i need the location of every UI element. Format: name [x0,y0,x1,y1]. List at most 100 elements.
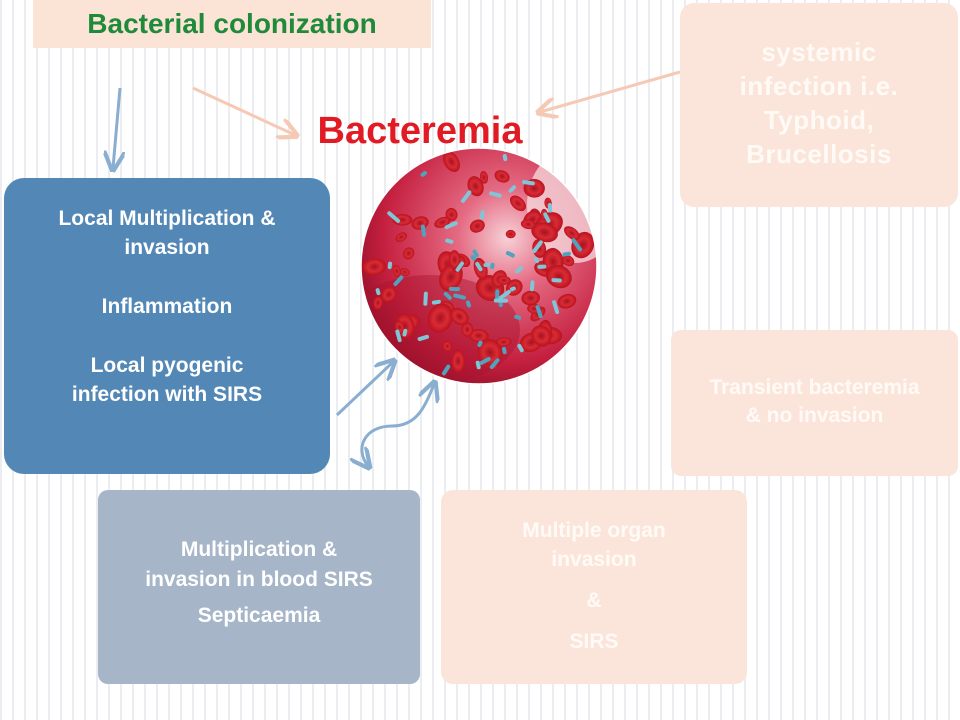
bacterium [502,154,508,162]
bacterium [498,289,511,301]
bacterium [393,275,404,286]
bacteremia-image [360,147,598,385]
septicaemia-label: Septicaemia [197,604,321,627]
bacterium [537,264,547,269]
transient-line: & no invasion [745,404,884,427]
bacterium [509,286,516,292]
red-blood-cell [531,222,558,243]
bacterium [375,288,381,296]
transient-bacteremia-box: Transient bacteremia & no invasion [671,330,958,476]
bacterium [475,261,483,272]
organ-invasion-line: invasion [551,548,637,571]
red-blood-cell [442,340,452,352]
systemic-line: infection i.e. [739,71,899,101]
colonization-to-local-arrow [113,87,120,168]
red-blood-cell [561,255,575,267]
red-blood-cell [362,258,387,276]
blood-invasion-line: invasion in blood SIRS [145,568,373,591]
bacterium [477,340,483,348]
red-blood-cell [531,325,552,347]
local-infection-box: Local Multiplication & invasion Inflamma… [4,178,330,474]
bacterium [493,298,508,303]
bacterium [551,278,562,283]
bacterium [495,289,500,302]
red-blood-cell [521,290,540,306]
bacterium [443,291,452,300]
bacterial-colonization-label: Bacterial colonization [87,8,377,39]
bacterium [489,358,500,370]
bacterium [387,261,393,270]
inflammation-label: Inflammation [101,295,233,318]
bacterium [466,300,471,308]
systemic-line: Typhoid, [763,105,875,135]
septicaemia-box: Multiplication & invasion in blood SIRS … [98,490,420,684]
bacterium [552,300,560,315]
bacterium [455,261,464,272]
red-blood-cell [494,170,510,183]
red-blood-cell [448,250,461,270]
bacterium [479,356,491,365]
bacterium [470,255,477,261]
bacterium [472,249,479,258]
bacterium [514,314,522,320]
red-blood-cell [509,195,527,212]
bacterium [420,171,428,177]
bacterium [505,251,515,258]
bacterium [529,280,535,292]
red-blood-cell [443,151,460,173]
red-blood-cell [403,247,415,260]
organ-invasion-line: Multiple organ [522,519,666,542]
red-blood-cell [467,176,484,197]
bacterium [445,238,454,244]
bacterium [515,265,524,274]
bacterium [532,240,543,254]
bacterium [490,262,495,269]
bacterium [533,257,540,264]
bacterium [479,210,485,220]
bacterium [535,305,543,319]
bacterium [431,299,441,305]
red-blood-cell [545,264,572,289]
red-blood-cell [520,219,536,230]
organ-ampersand: & [586,589,602,612]
red-blood-cell [495,337,512,347]
red-blood-cell [461,322,474,337]
bacterium [489,191,502,198]
organ-sirs-label: SIRS [569,630,619,653]
transient-line: Transient bacteremia [709,376,920,399]
local-to-bacteremia-arrow [335,362,393,417]
local-pyogenic-line: infection with SIRS [71,383,263,406]
local-multiplication-line: Local Multiplication & [58,207,276,230]
bacterium [508,185,517,193]
bacterium [562,251,571,257]
systemic-to-bacteremia-arrow [540,70,681,112]
local-multiplication-line: invasion [124,236,210,259]
systemic-infection-box: systemic infection i.e. Typhoid, Brucell… [680,3,958,207]
bacterium [571,238,583,252]
bacterium [395,329,402,343]
bacterium [501,346,507,355]
bacteremia-title: Bacteremia [317,110,523,152]
multiple-organ-box: Multiple organ invasion & SIRS [441,490,747,684]
bacterium [448,286,460,292]
colonization-to-bacteremia-arrow [192,86,295,135]
systemic-line: Brucellosis [746,139,892,169]
bacterium [423,291,428,306]
red-blood-cell [373,296,383,310]
red-blood-cell [392,264,401,278]
bacterium [402,328,408,337]
red-blood-cell [532,239,547,258]
systemic-line: systemic [761,37,877,67]
bacterium [543,212,551,223]
red-blood-cell [505,229,516,239]
bacterium [444,221,458,230]
red-blood-cell [450,307,469,326]
bacterium [547,203,553,213]
blood-invasion-line: Multiplication & [180,538,338,561]
red-blood-cell [381,286,397,303]
red-blood-cell [451,349,465,373]
bacterium [460,190,472,203]
bacterium [420,224,427,237]
red-blood-cell [395,232,408,243]
